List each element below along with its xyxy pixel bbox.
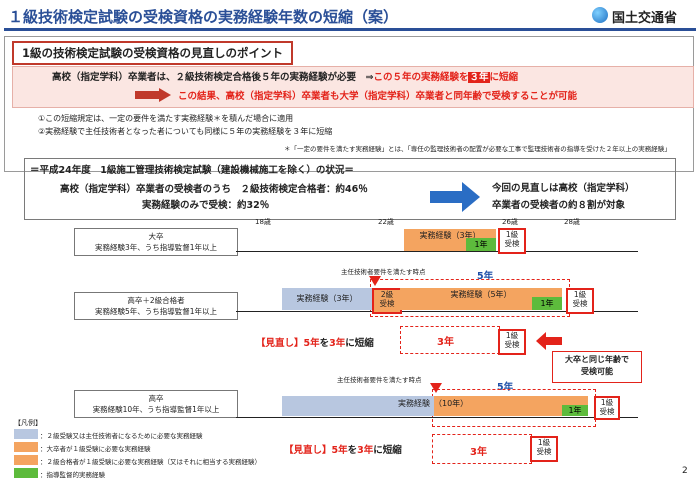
rev-b: 5年 [331,445,348,456]
exp-bar-blue: 実務経験（3年） [282,288,372,310]
rev-d: 3年 [329,338,346,349]
age-26: 26歳 [502,218,518,226]
legend-item: ：大卒者が１級受験に必要な実務経験 [40,445,151,453]
exp-bar-orange [434,396,588,416]
guidance-bar: 1年 [562,405,588,416]
exam-label: 1級 受検 [599,398,615,416]
exam-label: 1級 受検 [536,438,552,456]
exam-2kyu: 2級 受検 [372,288,402,314]
rev-c: を [347,445,358,456]
row-name: 高卒 [148,394,164,403]
mlit-logo-icon [592,7,608,23]
point-line-1a: 高校（指定学科）卒業者は、２級技術検定合格後５年の実務経験が必要 ⇒ [52,72,374,83]
title-underline [4,28,696,31]
ministry-logo: 国土交通省 [592,6,692,26]
exam-1kyu-revised: 1級 受検 [530,436,558,462]
callout-arrow-icon [536,332,562,350]
footnote: ＊「一定の要件を満たす実務経験」とは、「専任の監理技術者の配置が必要な工事で監理… [284,145,671,153]
same-age-callout: 大卒と同じ年齢で 受検可能 [552,351,642,383]
legend-title: 【凡例】 [14,419,42,427]
legend-item: ：２級受験又は主任技術者になるために必要な実務経験 [40,432,203,440]
timeline-axis [236,417,638,418]
status-right-2: 卒業者の受検者の約８割が対象 [492,200,626,211]
exam-label: 1級 受検 [504,230,520,248]
legend-swatch [14,455,38,465]
revision-label: 【見直し】5年を3年に短縮 [284,442,402,456]
logo-text: 国土交通省 [612,11,678,26]
bar-label: 実務経験 （10年） [398,399,469,408]
page-number: 2 [682,466,688,476]
age-22: 22歳 [378,218,394,226]
row-name: 大卒 [148,232,164,241]
row-desc: 実務経験10年、うち指導監督1年以上 [92,405,220,414]
page-title: １級技術検定試験の受検資格の実務経験年数の短縮（案） [8,8,399,26]
row-label-kousotsu2: 高卒＋2級合格者 実務経験5年、うち指導監督1年以上 [74,292,238,320]
point-highlight-box [12,66,694,108]
marker-triangle-icon [369,276,381,286]
row-desc: 実務経験5年、うち指導監督1年以上 [94,307,218,316]
blue-arrow-icon [430,182,480,212]
marker-triangle-icon [430,383,442,393]
row-label-daisotsu: 大卒 実務経験3年、うち指導監督1年以上 [74,228,238,256]
age-28: 28歳 [564,218,580,226]
rev-e: に短縮 [373,445,402,456]
legend-item: ：指導監督的実務経験 [40,471,105,479]
status-line-a: 高校（指定学科）卒業者の受検者のうち ２級技術検定合格者：約46％ [60,184,368,195]
rev-b: 5年 [303,338,320,349]
exam-1kyu: 1級 受検 [594,396,620,420]
legend-item: ：２級合格者が１級受験に必要な実務経験（又はそれに相当する実務経験） [40,458,261,466]
row-desc: 実務経験3年、うち指導監督1年以上 [94,243,218,252]
status-title: ＝平成24年度 1級施工管理技術検定試験（建設機械施工を除く）の状況＝ [30,165,354,176]
timeline-axis [236,251,638,252]
rev-d: 3年 [357,445,374,456]
rev-a: 【見直し】 [256,338,304,349]
rev-c: を [319,338,330,349]
legend-swatch [14,468,38,478]
result-arrow-icon [135,88,171,102]
exp-bar-5y: 実務経験（5年） [400,288,562,310]
three-years-label: 3年 [470,447,487,458]
exam-label: 2級 受検 [379,290,395,308]
row-name: 高卒＋2級合格者 [127,296,185,305]
five-years-label: 5年 [477,271,494,282]
five-years-label: 5年 [497,382,514,393]
point-line-1d: に短縮 [489,72,519,83]
three-years-label: 3年 [437,337,454,348]
exam-label: 1級 受検 [504,331,520,349]
point-line-1b: この５年の実務経験を [373,72,469,83]
exam-1kyu: 1級 受検 [566,288,594,314]
status-section [24,158,676,220]
shunin-note: 主任技術者要件を満たす時点 [337,376,422,384]
shunin-note: 主任技術者要件を満たす時点 [341,268,426,276]
bar-label: 実務経験（3年） [419,231,481,240]
exam-label: 1級 受検 [572,290,588,308]
point-line-1: 高校（指定学科）卒業者は、２級技術検定合格後５年の実務経験が必要 ⇒この５年の実… [52,69,518,83]
bar-label: 実務経験（5年） [450,290,512,299]
legend-swatch [14,442,38,452]
status-line-b: 実務経験のみで受検：約32％ [142,200,270,211]
legend-swatch [14,429,38,439]
age-18: 18歳 [255,218,271,226]
rev-a: 【見直し】 [284,445,332,456]
note-2: ②実務経験で主任技術者となった者についても同様に５年の実務経験を３年に短縮 [38,127,333,136]
rev-e: に短縮 [345,338,374,349]
guidance-bar: 1年 [466,238,496,251]
row-label-kousotsu: 高卒 実務経験10年、うち指導監督1年以上 [74,390,238,418]
point-line-1c: ３年 [468,72,490,83]
point-line-2: この結果、高校（指定学科）卒業者も大学（指定学科）卒業者と同年齢で受検することが… [178,91,578,102]
revision-label: 【見直し】5年を3年に短縮 [256,335,374,349]
exp-bar-blue [282,396,434,416]
timeline-axis [236,311,638,312]
exam-1kyu: 1級 受検 [498,228,526,254]
point-header: 1級の技術検定試験の受検資格の見直しのポイント [12,41,293,65]
status-right-1: 今回の見直しは高校（指定学科） [492,183,635,194]
guidance-bar: 1年 [532,297,562,310]
exam-1kyu-revised: 1級 受検 [498,329,526,355]
note-1: ①この短縮規定は、一定の要件を満たす実務経験＊を積んだ場合に適用 [38,114,294,123]
